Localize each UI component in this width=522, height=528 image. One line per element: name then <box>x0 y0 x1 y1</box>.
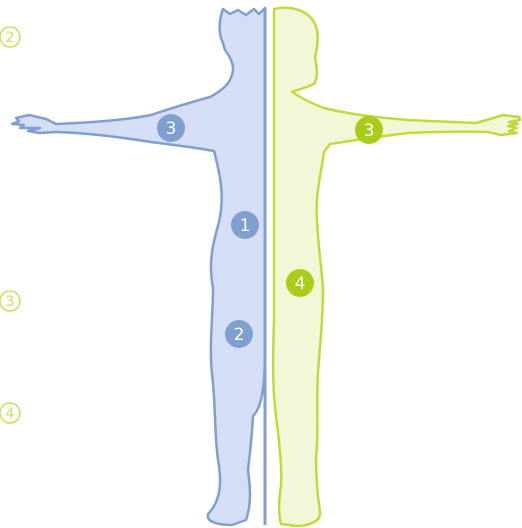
female-marker-4: 4 <box>286 269 314 297</box>
svg-text:3: 3 <box>166 119 177 139</box>
svg-text:1: 1 <box>240 216 251 236</box>
female-marker-3: 3 <box>355 116 383 144</box>
side-marker-3: 3 <box>0 291 20 311</box>
male-marker-3: 3 <box>157 114 185 142</box>
male-body-outline <box>12 8 265 525</box>
svg-text:2: 2 <box>234 325 245 345</box>
svg-text:3: 3 <box>6 294 15 310</box>
svg-text:3: 3 <box>364 121 375 141</box>
svg-text:4: 4 <box>6 406 15 422</box>
male-marker-1: 1 <box>231 211 259 239</box>
male-marker-2: 2 <box>225 320 253 348</box>
female-body-outline <box>273 8 520 526</box>
svg-text:4: 4 <box>295 274 306 294</box>
side-marker-2: 2 <box>0 27 20 47</box>
side-marker-4: 4 <box>0 403 20 423</box>
svg-text:2: 2 <box>6 30 15 46</box>
